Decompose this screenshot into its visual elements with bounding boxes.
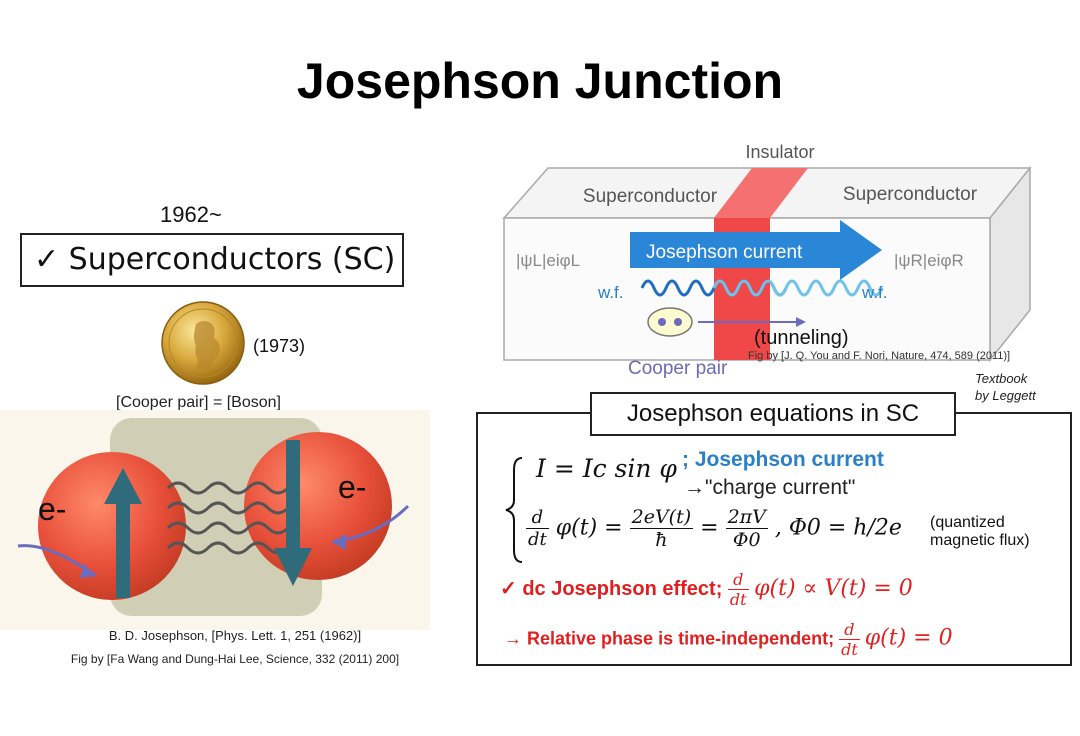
year-label: 1962~ [160,202,222,227]
superconductor-left-label: Superconductor [583,186,718,207]
psi-left: |ψL|eiφL [516,251,580,270]
wf-label-right: w.f. [861,283,888,302]
wf-label-left: w.f. [597,283,624,302]
insulator-label: Insulator [745,142,814,162]
insulator-top [714,168,808,218]
josephson-reference: B. D. Josephson, [Phys. Lett. 1, 251 (19… [108,628,362,643]
brace-icon [505,457,523,563]
psi-right: |ψR|eiφR [894,251,964,270]
figure-reference-you-nori: Fig by [J. Q. You and F. Nori, Nature, 4… [748,350,1011,362]
nobel-medal-icon [161,301,245,385]
textbook-note: Textbook by Leggett [975,371,1036,403]
junction-diagram: Insulator Superconductor Superconductor … [502,142,1032,379]
electron-label-right: e- [338,469,366,505]
charge-current-label: →"charge current" [684,476,856,499]
superconductor-right-label: Superconductor [843,184,978,205]
josephson-current-label: Josephson current [646,242,803,263]
page-title: Josephson Junction [296,53,784,109]
wavefunction-right [712,279,884,297]
spin-down-arrow-icon [274,440,312,586]
electron-right [244,432,392,580]
spin-up-arrow-icon [104,468,142,598]
superconductors-box: ✓ Superconductors (SC) [20,233,404,287]
cooper-pair-icon [647,307,693,337]
medal-year: (1973) [253,336,306,356]
equation-current: I = Ic sin φ [536,454,677,483]
cooper-pair-diagram: e- e- [0,410,430,630]
quantized-flux-note: (quantized magnetic flux) [930,514,1030,549]
josephson-current-eq-label: ; Josephson current [682,448,884,471]
cooper-pair-boson-label: [Cooper pair] = [Boson] [116,394,281,411]
cooper-pair-label: Cooper pair [628,358,728,379]
equations-title: Josephson equations in SC [590,392,956,436]
tunneling-label: (tunneling) [754,327,849,349]
electron-label-left: e- [38,491,66,527]
figure-reference-wang-lee: Fig by [Fa Wang and Dung-Hai Lee, Scienc… [70,652,400,666]
josephson-current-arrow-icon [630,220,882,280]
